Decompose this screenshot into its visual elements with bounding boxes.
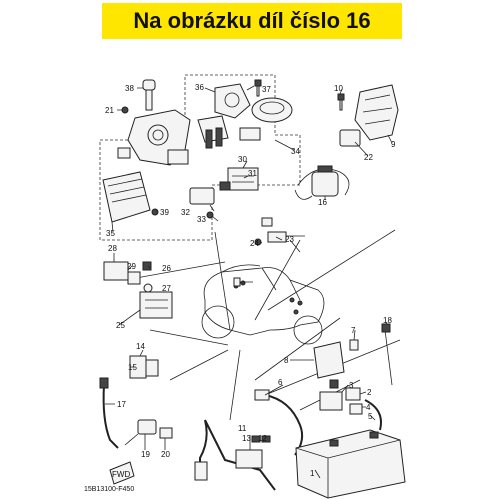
callout-15: 15 xyxy=(128,363,137,372)
callout-7: 7 xyxy=(351,326,356,335)
callout-13: 13 xyxy=(242,434,251,443)
callout-39: 39 xyxy=(160,208,169,217)
callout-21: 21 xyxy=(105,106,114,115)
callout-16: 16 xyxy=(318,198,327,207)
relay-block-25 xyxy=(103,261,173,319)
fwd-marker: FWD xyxy=(109,461,135,485)
harness-6-connector xyxy=(254,389,270,401)
part-number-banner: Na obrázku díl číslo 16 xyxy=(102,3,402,39)
callout-1: 1 xyxy=(310,469,315,478)
callout-33: 33 xyxy=(197,215,206,224)
callout-4: 4 xyxy=(366,403,371,412)
cable-17-connector xyxy=(99,377,109,389)
callout-29: 29 xyxy=(127,262,136,271)
cable-17 xyxy=(102,384,119,449)
motorcycle-outline xyxy=(201,264,325,345)
lead-5 xyxy=(364,399,382,431)
callout-6: 6 xyxy=(278,378,283,387)
callout-35: 35 xyxy=(106,229,115,238)
reference-code: 15B13100-F450 xyxy=(84,486,135,493)
callout-14: 14 xyxy=(136,342,145,351)
callout-12: 12 xyxy=(258,434,267,443)
harness-6 xyxy=(264,394,304,456)
callout-18: 18 xyxy=(383,316,392,325)
fwd-label: FWD xyxy=(112,470,130,479)
callout-27: 27 xyxy=(162,284,171,293)
main-switch-assembly xyxy=(117,109,191,166)
bolt-39 xyxy=(151,208,159,216)
callout-10: 10 xyxy=(334,84,343,93)
callout-20: 20 xyxy=(161,450,170,459)
sensor-23 xyxy=(261,217,305,253)
battery-1 xyxy=(295,429,406,499)
bolt-33 xyxy=(206,211,214,219)
callout-24: 24 xyxy=(250,239,259,248)
callout-leaders xyxy=(105,85,393,479)
bolt-24 xyxy=(254,238,262,246)
callout-5: 5 xyxy=(368,412,373,421)
callout-31: 31 xyxy=(248,169,257,178)
callout-25: 25 xyxy=(116,321,125,330)
key-38 xyxy=(142,79,156,111)
callout-11: 11 xyxy=(238,424,247,433)
callout-34: 34 xyxy=(291,147,300,156)
callout-26: 26 xyxy=(162,264,171,273)
callout-9: 9 xyxy=(391,140,396,149)
strap-18 xyxy=(384,329,393,386)
part-14 xyxy=(233,277,241,287)
callout-17: 17 xyxy=(117,400,126,409)
wire-harness-11 xyxy=(194,419,276,491)
control-unit-35 xyxy=(102,171,151,223)
relay-3 xyxy=(319,379,343,411)
callout-32: 32 xyxy=(181,208,190,217)
callout-22: 22 xyxy=(364,153,373,162)
bolt-10 xyxy=(337,93,345,111)
callout-2: 2 xyxy=(367,388,372,397)
part-19 xyxy=(124,419,157,446)
callout-8: 8 xyxy=(284,356,289,365)
relay-32 xyxy=(189,187,215,205)
cap-ring xyxy=(251,97,293,123)
cover-9 xyxy=(354,84,399,141)
callout-30: 30 xyxy=(238,155,247,164)
callout-38: 38 xyxy=(125,84,134,93)
lock-set-36 xyxy=(197,83,261,149)
assembly-outline-34 xyxy=(99,74,301,241)
callout-36: 36 xyxy=(195,83,204,92)
callout-28: 28 xyxy=(108,244,117,253)
callout-37: 37 xyxy=(262,85,271,94)
part-16 xyxy=(294,165,350,200)
callout-23: 23 xyxy=(285,235,294,244)
callout-3: 3 xyxy=(349,381,354,390)
callout-19: 19 xyxy=(141,450,150,459)
box-8 xyxy=(313,341,345,379)
banner-text: Na obrázku díl číslo 16 xyxy=(133,8,371,33)
bolt-37 xyxy=(254,79,262,97)
part-4 xyxy=(349,403,363,415)
part-7 xyxy=(349,339,359,351)
clip-18 xyxy=(381,323,391,333)
part-15 xyxy=(129,355,159,379)
part-20 xyxy=(159,427,173,439)
